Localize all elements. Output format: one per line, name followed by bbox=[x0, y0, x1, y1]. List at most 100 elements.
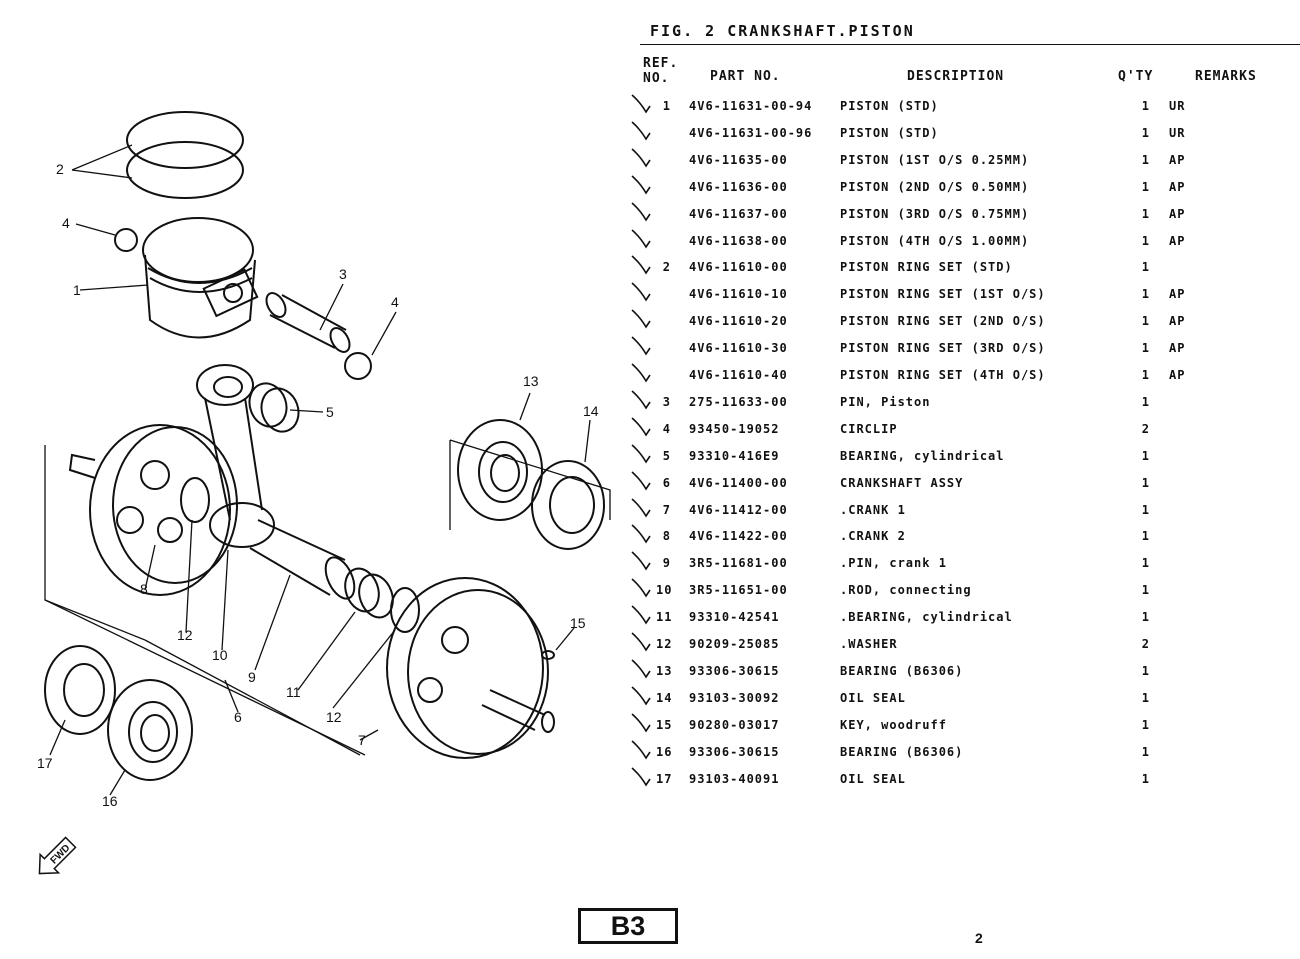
bearing-16-drawing bbox=[107, 679, 193, 781]
row-part-no: 90209-25085 bbox=[689, 637, 780, 651]
row-part-no: 4V6-11637-00 bbox=[689, 206, 788, 221]
row-qty: 1 bbox=[1141, 529, 1150, 544]
row-part-no: 93306-30615 bbox=[689, 663, 780, 678]
row-qty: 1 bbox=[1141, 690, 1150, 705]
row-description: BEARING, cylindrical bbox=[840, 448, 1005, 463]
tick-mark-icon bbox=[631, 121, 651, 141]
row-description: PISTON (1ST O/S 0.25MM) bbox=[840, 152, 1030, 167]
row-qty: 1 bbox=[1141, 448, 1150, 463]
callout-12-left: 12 bbox=[177, 627, 193, 643]
row-description: PISTON RING SET (3RD O/S) bbox=[840, 341, 1046, 356]
row-part-no: 4V6-11412-00 bbox=[689, 502, 788, 517]
callout-9: 9 bbox=[248, 669, 256, 685]
row-remarks: AP bbox=[1169, 368, 1186, 382]
small-end-bearing-drawing bbox=[248, 382, 300, 433]
tick-mark-icon bbox=[631, 336, 651, 356]
row-description: BEARING (B6306) bbox=[840, 663, 964, 678]
tick-mark-icon bbox=[631, 390, 651, 410]
callout-2: 2 bbox=[56, 161, 64, 177]
row-ref-no: 15 bbox=[656, 717, 673, 732]
row-qty: 1 bbox=[1141, 206, 1150, 221]
row-qty: 1 bbox=[1141, 260, 1150, 275]
row-qty: 1 bbox=[1141, 287, 1150, 302]
row-description: .WASHER bbox=[840, 637, 898, 651]
row-qty: 1 bbox=[1141, 583, 1150, 598]
tick-mark-icon bbox=[631, 148, 651, 168]
callout-6: 6 bbox=[234, 709, 242, 725]
row-qty: 1 bbox=[1141, 610, 1150, 625]
row-ref-no: 2 bbox=[662, 260, 671, 275]
row-part-no: 4V6-11631-00-94 bbox=[689, 99, 813, 113]
header-remarks: REMARKS bbox=[1195, 69, 1257, 84]
row-remarks: AP bbox=[1169, 233, 1186, 248]
crank-1-drawing bbox=[386, 577, 555, 759]
row-ref-no: 11 bbox=[656, 610, 673, 625]
figure-title: FIG. 2 CRANKSHAFT.PISTON bbox=[650, 22, 915, 40]
row-qty: 1 bbox=[1141, 233, 1150, 248]
bearing-13-drawing bbox=[457, 419, 543, 521]
row-ref-no: 14 bbox=[656, 690, 673, 705]
row-part-no: 93306-30615 bbox=[689, 744, 780, 759]
row-qty: 1 bbox=[1141, 502, 1150, 517]
row-description: .CRANK 2 bbox=[840, 529, 906, 544]
row-part-no: 4V6-11610-40 bbox=[689, 368, 788, 382]
tick-mark-icon bbox=[631, 632, 651, 652]
page-number: 2 bbox=[975, 930, 983, 946]
callout-15: 15 bbox=[570, 615, 586, 631]
row-qty: 1 bbox=[1141, 744, 1150, 759]
row-description: PIN, Piston bbox=[840, 394, 931, 409]
row-part-no: 275-11633-00 bbox=[689, 394, 788, 409]
row-part-no: 4V6-11610-20 bbox=[689, 314, 788, 329]
row-part-no: 4V6-11610-30 bbox=[689, 341, 788, 356]
row-part-no: 4V6-11638-00 bbox=[689, 233, 788, 248]
piston-ring-lower bbox=[126, 141, 244, 199]
row-description: .CRANK 1 bbox=[840, 502, 906, 517]
row-part-no: 4V6-11400-00 bbox=[689, 475, 788, 490]
callout-4-right: 4 bbox=[391, 294, 399, 310]
header-part-no: PART NO. bbox=[710, 69, 781, 84]
tick-mark-icon bbox=[631, 605, 651, 625]
header-ref-no: REF. NO. bbox=[643, 56, 679, 86]
tick-mark-icon bbox=[631, 739, 651, 760]
row-remarks: UR bbox=[1169, 125, 1186, 140]
callout-7: 7 bbox=[358, 732, 366, 748]
row-remarks: AP bbox=[1169, 314, 1186, 329]
row-description: CIRCLIP bbox=[840, 421, 898, 436]
crank-2-drawing bbox=[68, 424, 238, 596]
row-remarks: AP bbox=[1169, 287, 1186, 302]
row-description: PISTON RING SET (2ND O/S) bbox=[840, 314, 1046, 329]
tick-mark-icon bbox=[631, 686, 651, 706]
callout-17: 17 bbox=[37, 755, 53, 771]
row-qty: 2 bbox=[1141, 637, 1150, 651]
title-divider bbox=[640, 44, 1300, 45]
row-qty: 1 bbox=[1141, 341, 1150, 356]
exploded-diagram: 2 4 1 3 4 5 13 14 15 8 12 10 9 11 12 6 7… bbox=[0, 0, 630, 959]
callout-13: 13 bbox=[523, 373, 539, 389]
callout-16: 16 bbox=[102, 793, 118, 809]
row-part-no: 93103-40091 bbox=[689, 771, 780, 786]
tick-mark-icon bbox=[631, 766, 651, 786]
row-description: .ROD, connecting bbox=[840, 583, 972, 598]
row-description: PISTON RING SET (4TH O/S) bbox=[840, 368, 1046, 382]
diagram-drawing: 2 4 1 3 4 5 13 14 15 8 12 10 9 11 12 6 7… bbox=[37, 111, 611, 875]
piston-pin-drawing bbox=[265, 292, 351, 353]
callout-3: 3 bbox=[339, 266, 347, 282]
piston-ring-upper bbox=[126, 111, 244, 169]
row-description: OIL SEAL bbox=[840, 771, 906, 786]
callout-10: 10 bbox=[212, 647, 228, 663]
tick-mark-icon bbox=[631, 713, 651, 733]
row-ref-no: 6 bbox=[662, 475, 671, 490]
callout-8: 8 bbox=[140, 581, 148, 597]
row-ref-no: 17 bbox=[656, 771, 673, 786]
